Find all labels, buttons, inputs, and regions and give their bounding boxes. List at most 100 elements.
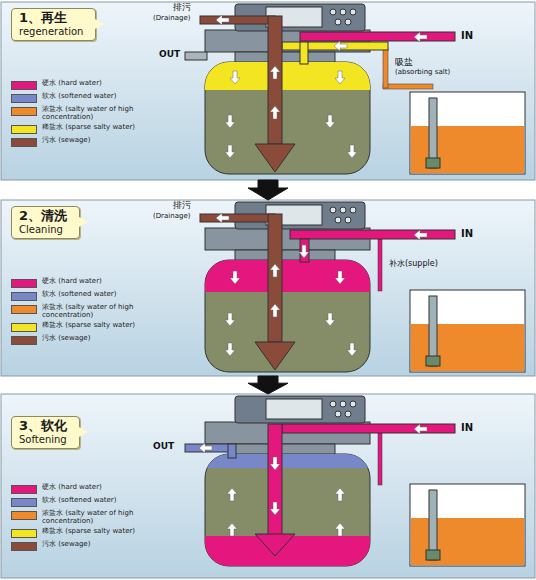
illustration-part — [225, 115, 235, 128]
illustration-part — [225, 145, 235, 158]
illustration-part — [335, 488, 345, 501]
flow-label: IN — [461, 30, 473, 41]
illustration-part — [205, 260, 370, 372]
illustration-part — [1, 200, 535, 376]
illustration-part — [255, 534, 295, 556]
illustration-part — [300, 42, 308, 64]
stage-callout: 3、软化Softening — [11, 416, 80, 449]
legend-entry: 浓盐水 (salty water of high concentration) — [11, 106, 142, 121]
stage-panel: 1、再生regeneration — [1, 2, 535, 180]
legend-swatch — [11, 336, 37, 345]
legend-swatch — [11, 279, 37, 288]
legend-swatch — [11, 529, 37, 538]
illustration-part — [230, 71, 240, 84]
illustration-part — [1, 394, 535, 578]
illustration-part — [300, 32, 455, 41]
illustration-part — [410, 92, 525, 174]
illustration-part — [410, 484, 525, 566]
illustration-part — [335, 71, 345, 84]
legend-swatch — [11, 107, 37, 116]
softening-panel — [1, 394, 535, 578]
illustration-part — [282, 424, 455, 433]
flow-label: OUT — [159, 50, 180, 60]
color-legend: 硬水 (hard water) 软水 (softened water) 浓盐水 (s… — [11, 278, 142, 345]
illustration-part — [216, 15, 229, 25]
stage-subtitle: Cleaning — [19, 224, 67, 236]
legend-entry: 浓盐水 (salty water of high concentration) — [11, 510, 142, 525]
legend-swatch — [11, 542, 37, 551]
illustration-part — [270, 457, 280, 470]
illustration-part — [205, 62, 370, 90]
illustration-part — [325, 115, 335, 128]
legend-entry: 硬水 (hard water) — [11, 278, 142, 288]
legend-text: 硬水 (hard water) — [42, 80, 142, 88]
stage-title: 2、清洗 — [19, 209, 67, 224]
illustration-part — [255, 342, 295, 370]
illustration-part — [282, 42, 388, 50]
legend-entry: 硬水 (hard water) — [11, 484, 142, 494]
stage-arrow — [248, 180, 288, 200]
legend-text: 软水 (softened water) — [42, 93, 142, 101]
legend-swatch — [11, 305, 37, 314]
legend-entry: 硬水 (hard water) — [11, 80, 142, 90]
legend-entry: 稀盐水 (sparse salty water) — [11, 528, 142, 538]
illustration-part — [185, 52, 207, 60]
illustration-part — [268, 214, 282, 342]
legend-text: 硬水 (hard water) — [42, 278, 142, 286]
legend-entry: 软水 (softened water) — [11, 291, 142, 301]
legend-text: 污水 (sewage) — [42, 137, 142, 145]
flow-label: (absorbing salt) — [395, 69, 450, 77]
legend-swatch — [11, 485, 37, 494]
illustration-part — [378, 239, 382, 291]
illustration-part — [205, 454, 370, 566]
illustration-part — [270, 502, 280, 515]
illustration-part — [270, 304, 280, 317]
illustration-part — [347, 343, 357, 356]
illustration-part — [270, 66, 280, 79]
illustration-part — [230, 271, 240, 284]
illustration-part — [347, 145, 357, 158]
illustration-part — [228, 444, 236, 458]
illustration-part — [290, 230, 455, 239]
legend-swatch — [11, 81, 37, 90]
legend-text: 污水 (sewage) — [42, 335, 142, 343]
legend-entry: 稀盐水 (sparse salty water) — [11, 124, 142, 134]
legend-entry: 污水 (sewage) — [11, 137, 142, 147]
legend-entry: 软水 (softened water) — [11, 497, 142, 507]
flow-label: (Drainage) — [153, 213, 190, 221]
illustration-part — [414, 424, 427, 434]
legend-swatch — [11, 138, 37, 147]
illustration-part — [216, 213, 229, 223]
flow-label: 排污 — [173, 201, 191, 211]
legend-swatch — [11, 323, 37, 332]
illustration-part — [300, 239, 309, 262]
legend-text: 稀盐水 (sparse salty water) — [42, 528, 142, 536]
illustration-part — [205, 62, 370, 90]
flow-label: IN — [461, 422, 473, 433]
illustration-part — [255, 144, 295, 172]
illustration-part — [335, 271, 345, 284]
illustration-part — [199, 443, 212, 453]
illustration-part — [205, 454, 370, 566]
legend-text: 浓盐水 (salty water of high concentration) — [42, 510, 142, 525]
color-legend: 硬水 (hard water) 软水 (softened water) 浓盐水 (s… — [11, 484, 142, 551]
legend-text: 污水 (sewage) — [42, 541, 142, 549]
illustration-part — [200, 214, 275, 222]
legend-text: 稀盐水 (sparse salty water) — [42, 322, 142, 330]
stage-subtitle: Softening — [19, 434, 67, 446]
illustration-part — [200, 16, 275, 24]
legend-text: 浓盐水 (salty water of high concentration) — [42, 106, 142, 121]
flow-label: IN — [461, 228, 473, 239]
illustration-part — [205, 62, 370, 174]
regeneration-panel — [1, 2, 535, 180]
illustration-part — [414, 32, 427, 42]
flow-label: OUT — [153, 442, 174, 452]
illustration-part — [299, 245, 309, 258]
legend-text: 稀盐水 (sparse salty water) — [42, 124, 142, 132]
legend-text: 浓盐水 (salty water of high concentration) — [42, 304, 142, 319]
illustration-part — [205, 260, 370, 292]
illustration-part — [227, 523, 237, 536]
color-legend: 硬水 (hard water) 软水 (softened water) 浓盐水 (s… — [11, 80, 142, 147]
legend-text: 硬水 (hard water) — [42, 484, 142, 492]
